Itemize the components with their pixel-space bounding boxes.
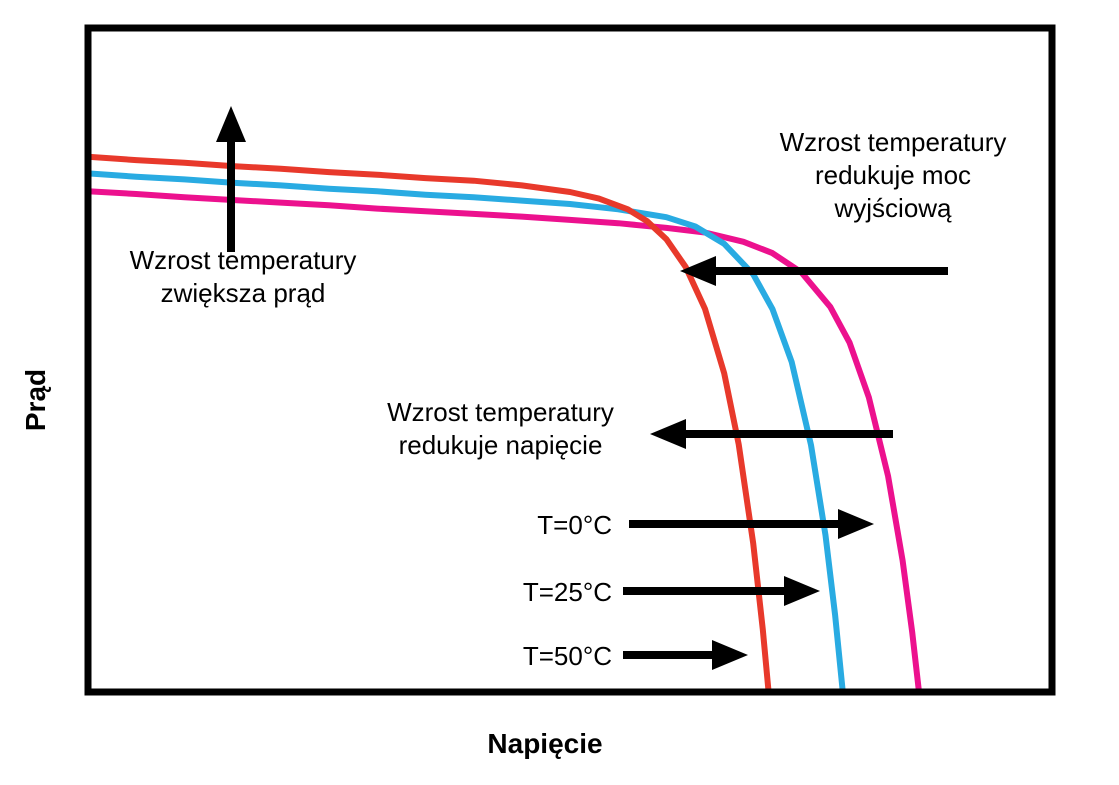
curves-layer xyxy=(87,153,922,693)
plot-border xyxy=(84,24,1056,696)
temperature-reduces-voltage-arrow xyxy=(650,419,893,449)
curve-t25 xyxy=(87,170,846,693)
annotation-temperature-increases-current: Wzrost temperatury zwiększa prąd xyxy=(129,245,357,308)
t0-curve-arrow xyxy=(629,509,874,539)
arrows-layer xyxy=(216,106,948,670)
curve-t0 xyxy=(87,188,922,693)
annotation-temperature-reduces-voltage: Wzrost temperatury redukuje napięcie xyxy=(387,397,614,460)
x-axis-label: Napięcie xyxy=(487,728,603,759)
t50-curve-arrow xyxy=(623,640,748,670)
curve-t50 xyxy=(87,153,772,693)
y-axis-label: Prąd xyxy=(20,368,51,432)
t25-curve-arrow xyxy=(623,576,820,606)
series-label-t50: T=50°C xyxy=(522,641,612,671)
temperature-increases-current-arrow xyxy=(216,106,246,252)
temperature-reduces-power-arrow xyxy=(680,256,948,286)
annotation-temperature-reduces-power: Wzrost temperatury redukuje moc wyjściow… xyxy=(779,127,1007,223)
series-label-t25: T=25°C xyxy=(522,577,612,607)
series-label-t0: T=0°C xyxy=(537,510,612,540)
